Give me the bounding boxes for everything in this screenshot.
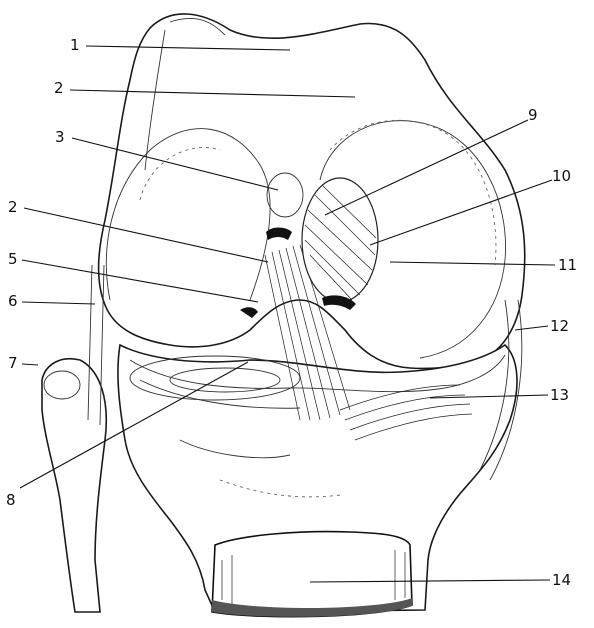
label-10: 10 <box>552 167 571 185</box>
label-8: 8 <box>6 491 16 509</box>
label-9: 9 <box>528 106 538 124</box>
label-13: 13 <box>550 386 569 404</box>
label-2-lower: 2 <box>8 198 18 216</box>
label-1: 1 <box>70 36 80 54</box>
femur <box>99 14 525 368</box>
label-11: 11 <box>558 256 577 274</box>
label-2-upper: 2 <box>54 79 64 97</box>
femur-outline <box>99 14 525 368</box>
leader-7 <box>22 364 38 365</box>
patellar-ligament-stump <box>212 532 412 617</box>
label-3: 3 <box>55 128 65 146</box>
label-5: 5 <box>8 250 18 268</box>
fibula <box>42 359 106 612</box>
label-14: 14 <box>552 571 571 589</box>
posterior-cruciate-ligament <box>302 178 378 302</box>
label-7: 7 <box>8 354 18 372</box>
leader-6 <box>22 302 95 304</box>
leader-12 <box>515 326 548 330</box>
label-6: 6 <box>8 292 18 310</box>
label-12: 12 <box>550 317 569 335</box>
